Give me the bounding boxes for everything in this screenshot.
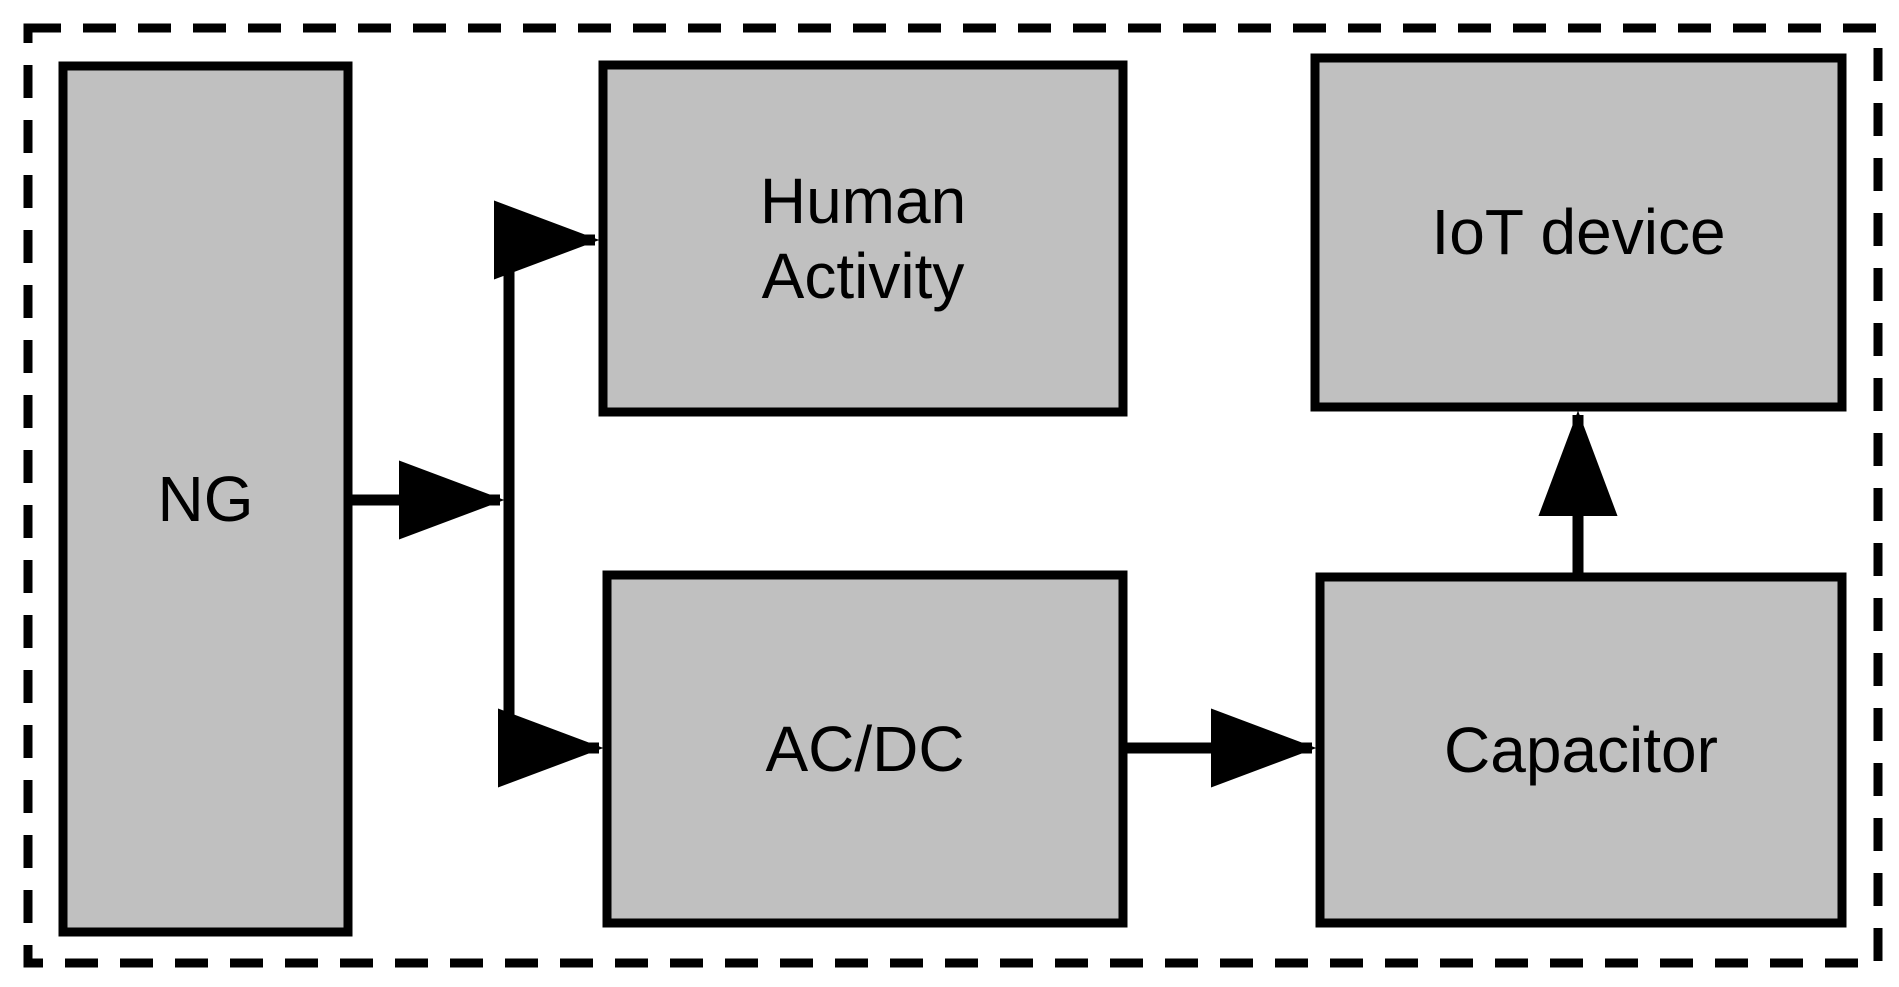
node-rect-ac-dc[interactable]: [602, 570, 1128, 928]
system-boundary: [23, 23, 1883, 968]
node-rect-iot-device[interactable]: [1310, 53, 1847, 412]
node-rect-human-activity[interactable]: [598, 60, 1128, 417]
node-rect-ng[interactable]: [58, 61, 353, 937]
node-rect-capacitor[interactable]: [1315, 572, 1847, 928]
